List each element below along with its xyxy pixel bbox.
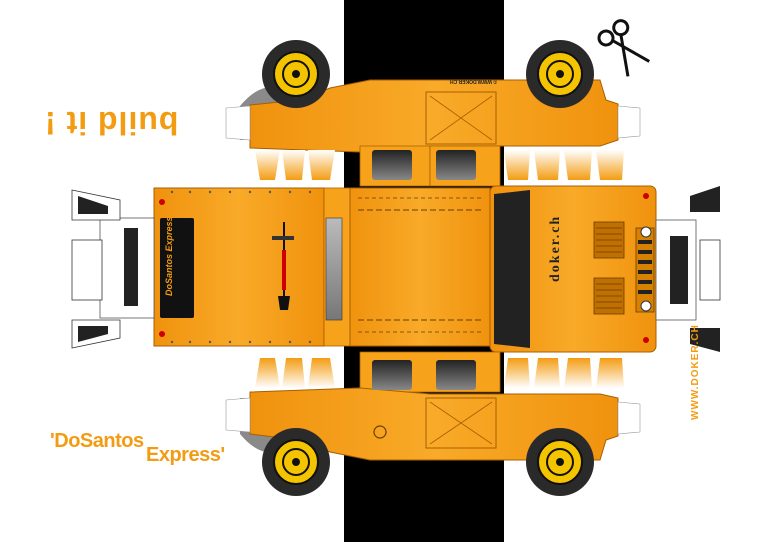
scissors-icon bbox=[597, 19, 651, 77]
front-bumper bbox=[655, 186, 721, 352]
hood-text: doker.ch bbox=[548, 214, 563, 282]
brand-url: WWW.DOKER.CH bbox=[690, 324, 701, 420]
wheel-bottom-left bbox=[262, 428, 330, 496]
rear-bumper bbox=[71, 189, 165, 349]
wheel-top-right bbox=[526, 40, 594, 108]
wheel-top-left bbox=[262, 40, 330, 108]
model-name-line2: Express' bbox=[146, 444, 225, 466]
roof-panel bbox=[153, 187, 491, 347]
tool-icon bbox=[272, 222, 294, 310]
side-panel-text: DoSantos Express bbox=[164, 216, 174, 296]
hood-panel bbox=[489, 185, 657, 353]
bottom-side-panel bbox=[225, 351, 641, 461]
build-it-title: build it ! bbox=[44, 105, 179, 141]
model-name-line1: 'DoSantos bbox=[50, 430, 144, 452]
wheel-bottom-right bbox=[526, 428, 594, 496]
copyright-text: © WWW.DOKER.CH bbox=[450, 78, 498, 84]
